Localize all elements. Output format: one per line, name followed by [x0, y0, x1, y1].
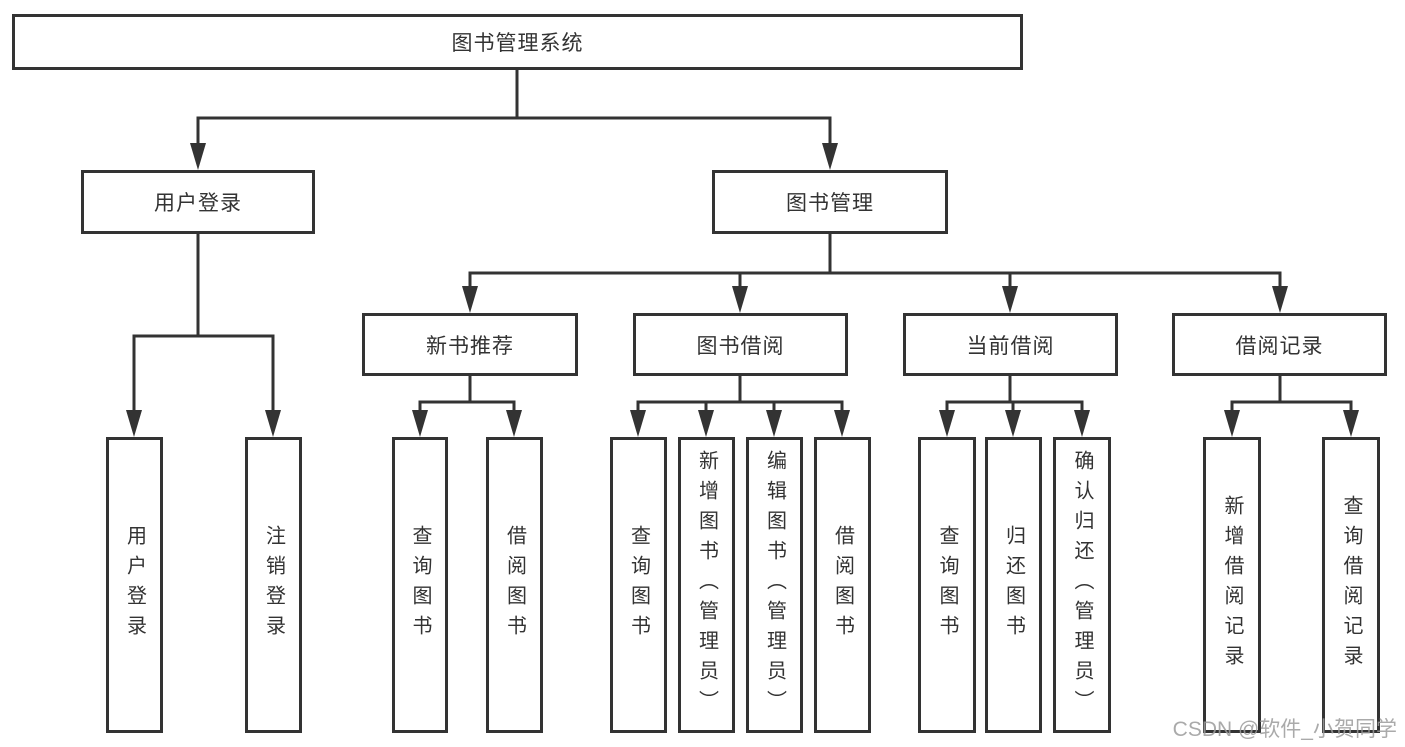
leaf-query-books-current: 查询图书 [918, 437, 976, 733]
node-library-system: 图书管理系统 [12, 14, 1023, 70]
arrowhead [1343, 410, 1359, 437]
leaf-query-books-borrow: 查询图书 [610, 437, 667, 733]
node-label: 新书推荐 [426, 334, 514, 358]
arrowhead [506, 410, 522, 437]
node-label: 图书管理系统 [451, 32, 584, 55]
node-book-borrow: 图书借阅 [633, 313, 848, 376]
node-label: 图书管理 [786, 192, 874, 215]
leaf-add-borrow-record: 新增借阅记录 [1203, 437, 1261, 733]
node-label: 用户登录 [154, 192, 242, 215]
arrowhead [190, 143, 206, 170]
arrowhead [1224, 410, 1240, 437]
node-label: 借阅图书 [503, 525, 526, 645]
leaf-logout: 注销登录 [245, 437, 302, 733]
leaf-query-borrow-record: 查询借阅记录 [1322, 437, 1380, 733]
node-label: 查询图书 [409, 525, 431, 645]
node-label: 查询图书 [936, 525, 958, 645]
arrowhead [1272, 286, 1288, 313]
leaf-add-book-admin: 新增图书（管理员） [678, 437, 735, 733]
node-label: 查询图书 [627, 525, 650, 645]
arrowhead [732, 286, 748, 313]
arrowhead [265, 410, 281, 437]
leaf-borrow-books-recommend: 借阅图书 [486, 437, 543, 733]
node-label: 归还图书 [1002, 525, 1025, 645]
node-user-login: 用户登录 [81, 170, 315, 234]
node-label: 查询借阅记录 [1340, 495, 1362, 675]
arrowhead [822, 143, 838, 170]
arrowhead [412, 410, 428, 437]
node-label: 当前借阅 [966, 334, 1055, 358]
leaf-edit-book-admin: 编辑图书（管理员） [746, 437, 803, 733]
node-label: 注销登录 [262, 525, 285, 645]
arrowhead [1074, 410, 1090, 437]
node-label: 借阅图书 [831, 525, 854, 645]
node-borrow-records: 借阅记录 [1172, 313, 1387, 376]
node-new-book-recommend: 新书推荐 [362, 313, 578, 376]
node-book-management: 图书管理 [712, 170, 948, 234]
node-label: 用户登录 [123, 525, 146, 645]
node-label: 新增借阅记录 [1221, 495, 1243, 675]
node-label: 新增图书（管理员） [695, 450, 718, 720]
arrowhead [126, 410, 142, 437]
leaf-user-login: 用户登录 [106, 437, 163, 733]
leaf-confirm-return-admin: 确认归还（管理员） [1053, 437, 1111, 733]
leaf-query-books-recommend: 查询图书 [392, 437, 448, 733]
arrowhead [834, 410, 850, 437]
node-label: 确认归还（管理员） [1071, 450, 1093, 720]
leaf-borrow-books: 借阅图书 [814, 437, 871, 733]
arrowhead [698, 410, 714, 437]
arrowhead [939, 410, 955, 437]
arrowhead [1005, 410, 1021, 437]
arrowhead [630, 410, 646, 437]
node-current-borrow: 当前借阅 [903, 313, 1118, 376]
node-label: 编辑图书（管理员） [763, 450, 786, 720]
arrowhead [462, 286, 478, 313]
node-label: 借阅记录 [1235, 334, 1324, 358]
arrowhead [1002, 286, 1018, 313]
leaf-return-book: 归还图书 [985, 437, 1042, 733]
watermark-text: CSDN @软件_小贺同学 [1172, 718, 1397, 741]
node-label: 图书借阅 [696, 334, 785, 358]
arrowhead [766, 410, 782, 437]
